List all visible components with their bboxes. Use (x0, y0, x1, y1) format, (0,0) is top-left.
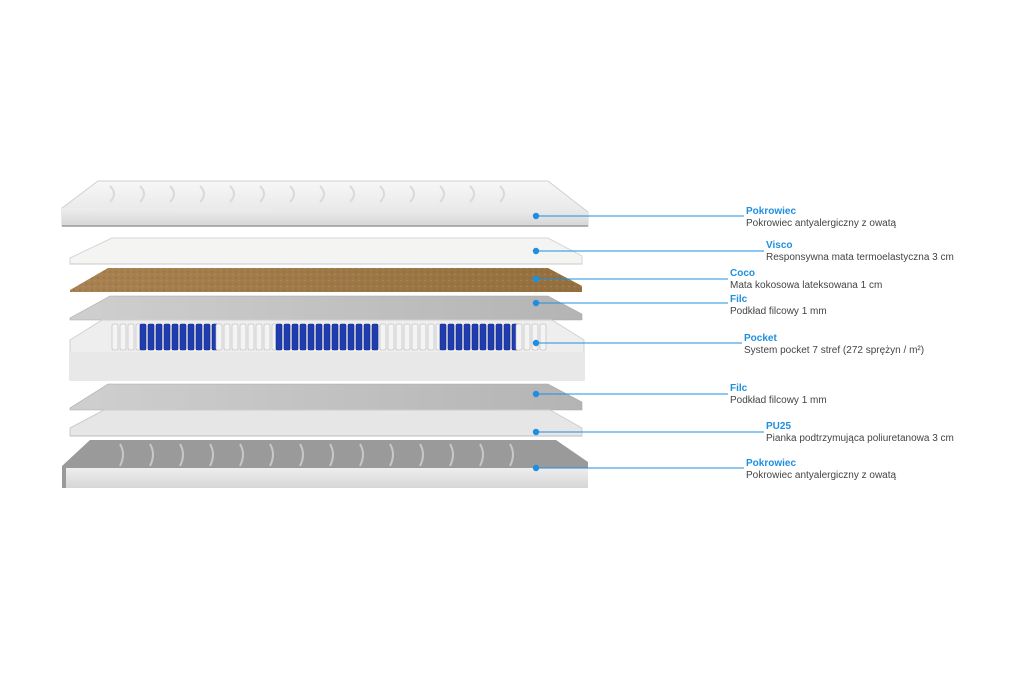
pocket-spring (411, 323, 419, 351)
label-filc-upper: Filc Podkład filcowy 1 mm (730, 294, 827, 317)
label-coco: Coco Mata kokosowa lateksowana 1 cm (730, 268, 882, 291)
pocket-spring (387, 323, 395, 351)
pocket-spring (139, 323, 147, 351)
layer-name: Coco (730, 268, 755, 279)
layer-desc: Responsywna mata termoelastyczna 3 cm (766, 251, 954, 263)
leader-dot (532, 428, 540, 436)
pocket-spring (299, 323, 307, 351)
layer-name: PU25 (766, 421, 792, 432)
pocket-spring (283, 323, 291, 351)
pocket-spring (203, 323, 211, 351)
layer-name: Pokrowiec (746, 458, 797, 469)
layer-bottom-cover (62, 440, 588, 488)
pocket-spring (331, 323, 339, 351)
pocket-spring (171, 323, 179, 351)
pocket-spring (455, 323, 463, 351)
layer-name: Filc (730, 294, 748, 305)
pocket-spring (427, 323, 435, 351)
pocket-spring (127, 323, 135, 351)
pocket-spring (379, 323, 387, 351)
pocket-spring (539, 323, 547, 351)
pocket-spring (439, 323, 447, 351)
pocket-spring (147, 323, 155, 351)
pocket-spring (363, 323, 371, 351)
pocket-spring (339, 323, 347, 351)
pocket-spring (471, 323, 479, 351)
label-pu25: PU25 Pianka podtrzymująca poliuretanowa … (766, 421, 954, 444)
pocket-spring (515, 323, 523, 351)
pocket-spring (215, 323, 223, 351)
pocket-spring (403, 323, 411, 351)
label-visco: Visco Responsywna mata termoelastyczna 3… (766, 240, 954, 263)
pocket-spring (503, 323, 511, 351)
label-pokrowiec-bottom: Pokrowiec Pokrowiec antyalergiczny z owa… (746, 458, 896, 481)
layer-name: Pocket (744, 333, 777, 344)
pocket-spring (119, 323, 127, 351)
label-pocket: Pocket System pocket 7 stref (272 spręży… (744, 333, 924, 356)
pocket-spring (323, 323, 331, 351)
pocket-spring (247, 323, 255, 351)
label-filc-lower: Filc Podkład filcowy 1 mm (730, 383, 827, 406)
pocket-spring (307, 323, 315, 351)
leader-dot (532, 275, 540, 283)
layer-felt-upper (69, 295, 583, 321)
layer-desc: Mata kokosowa lateksowana 1 cm (730, 279, 883, 291)
pocket-spring (291, 323, 299, 351)
pocket-spring (275, 323, 283, 351)
pocket-spring (155, 323, 163, 351)
pocket-spring (355, 323, 363, 351)
pocket-spring (463, 323, 471, 351)
pocket-spring (495, 323, 503, 351)
layer-pu25 (69, 409, 583, 437)
label-pokrowiec-top: Pokrowiec Pokrowiec antyalergiczny z owa… (746, 206, 896, 229)
pocket-spring (347, 323, 355, 351)
pocket-spring (447, 323, 455, 351)
pocket-spring (531, 323, 539, 351)
layer-desc: Pokrowiec antyalergiczny z owatą (746, 217, 897, 229)
leader-dot (532, 212, 540, 220)
pocket-spring (179, 323, 187, 351)
pocket-spring (395, 323, 403, 351)
layer-top-cover (61, 180, 589, 227)
pocket-spring (223, 323, 231, 351)
layer-name: Filc (730, 383, 748, 394)
pocket-spring (111, 323, 119, 351)
leader-dot (532, 299, 540, 307)
leader-dot (532, 390, 540, 398)
pocket-spring (479, 323, 487, 351)
pocket-spring (239, 323, 247, 351)
pocket-spring (231, 323, 239, 351)
layer-pocket-springs (69, 319, 585, 381)
layer-felt-lower (69, 383, 583, 411)
pocket-spring (523, 323, 531, 351)
pocket-spring (187, 323, 195, 351)
layer-desc: Pokrowiec antyalergiczny z owatą (746, 469, 897, 481)
layer-name: Visco (766, 240, 793, 251)
leader-dot (532, 464, 540, 472)
pocket-spring (371, 323, 379, 351)
pocket-spring (487, 323, 495, 351)
layer-desc: Podkład filcowy 1 mm (730, 305, 827, 317)
pocket-spring (255, 323, 263, 351)
pocket-spring (195, 323, 203, 351)
pocket-spring (263, 323, 271, 351)
leader-dot (532, 247, 540, 255)
layer-name: Pokrowiec (746, 206, 797, 217)
layer-coco (70, 268, 582, 292)
layer-desc: System pocket 7 stref (272 sprężyn / m²) (744, 344, 925, 356)
pocket-spring (419, 323, 427, 351)
pocket-spring (163, 323, 171, 351)
layer-desc: Podkład filcowy 1 mm (730, 394, 827, 406)
layer-desc: Pianka podtrzymująca poliuretanowa 3 cm (766, 432, 954, 444)
layer-visco (69, 237, 583, 265)
leader-dot (532, 339, 540, 347)
pocket-spring (315, 323, 323, 351)
